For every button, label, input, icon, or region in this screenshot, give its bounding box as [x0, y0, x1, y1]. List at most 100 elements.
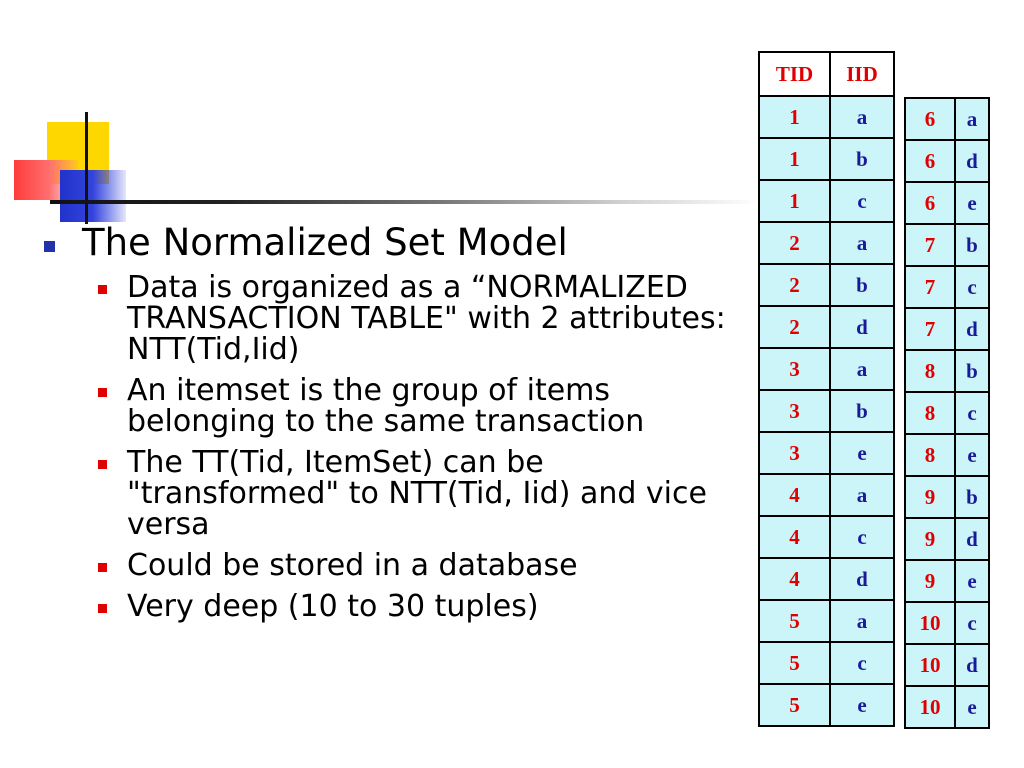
sub-bullet-item: An itemset is the group of items belongi…	[98, 375, 744, 437]
tid-cell: 6	[904, 181, 956, 225]
iid-cell: a	[829, 95, 895, 139]
tid-cell: 7	[904, 265, 956, 309]
tid-cell: 6	[904, 97, 956, 141]
iid-cell: a	[829, 221, 895, 265]
tid-cell: 5	[758, 641, 831, 685]
iid-cell: d	[954, 517, 990, 561]
iid-cell: e	[829, 431, 895, 475]
table-header-row: TID IID	[758, 51, 895, 97]
iid-cell: c	[954, 391, 990, 435]
iid-column-header: IID	[829, 51, 895, 97]
sub-bullet-text: Could be stored in a database	[127, 548, 578, 583]
iid-cell: b	[954, 223, 990, 267]
iid-cell: e	[954, 181, 990, 225]
tid-column-header: TID	[758, 51, 831, 97]
tid-cell: 8	[904, 349, 956, 393]
slide-content: The Normalized Set Model Data is organiz…	[44, 222, 744, 632]
iid-cell: d	[829, 557, 895, 601]
logo-vertical-line	[85, 112, 88, 224]
iid-cell: b	[829, 137, 895, 181]
tid-cell: 1	[758, 137, 831, 181]
sub-bullet-list: Data is organized as a “NORMALIZED TRANS…	[98, 272, 744, 622]
iid-cell: c	[829, 179, 895, 223]
tid-cell: 2	[758, 221, 831, 265]
main-bullet: The Normalized Set Model	[44, 222, 744, 264]
tid-cell: 3	[758, 431, 831, 475]
tid-cell: 2	[758, 263, 831, 307]
tid-cell: 9	[904, 559, 956, 603]
tid-cell: 9	[904, 475, 956, 519]
iid-cell: a	[954, 97, 990, 141]
iid-cell: b	[829, 263, 895, 307]
iid-cell: b	[954, 349, 990, 393]
iid-cell: a	[829, 599, 895, 643]
iid-cell: a	[829, 347, 895, 391]
iid-cell: b	[954, 475, 990, 519]
iid-cell: e	[954, 685, 990, 729]
iid-cell: c	[954, 601, 990, 645]
iid-cell: e	[954, 559, 990, 603]
decorative-logo	[0, 0, 160, 240]
tid-cell: 5	[758, 599, 831, 643]
sub-bullet-item: Could be stored in a database	[98, 550, 744, 581]
square-bullet-icon	[98, 388, 107, 397]
tid-cell: 2	[758, 305, 831, 349]
sub-bullet-item: Data is organized as a “NORMALIZED TRANS…	[98, 272, 744, 365]
iid-cell: b	[829, 389, 895, 433]
iid-cell: d	[954, 307, 990, 351]
tid-cell: 1	[758, 179, 831, 223]
tid-cell: 4	[758, 473, 831, 517]
tid-cell: 3	[758, 389, 831, 433]
tid-cell: 9	[904, 517, 956, 561]
tid-cell: 6	[904, 139, 956, 183]
sub-bullet-text: Very deep (10 to 30 tuples)	[127, 589, 539, 624]
logo-blue-square	[60, 170, 126, 222]
square-bullet-icon	[98, 285, 107, 294]
iid-cell: d	[954, 643, 990, 687]
tid-cell: 4	[758, 557, 831, 601]
iid-cell: e	[829, 683, 895, 727]
tid-cell: 8	[904, 391, 956, 435]
square-bullet-icon	[98, 604, 107, 613]
title-divider-line	[50, 200, 760, 204]
tid-cell: 10	[904, 685, 956, 729]
main-heading: The Normalized Set Model	[82, 221, 568, 264]
iid-cell: a	[829, 473, 895, 517]
sub-bullet-item: Very deep (10 to 30 tuples)	[98, 591, 744, 622]
sub-bullet-text: Data is organized as a “NORMALIZED TRANS…	[127, 270, 726, 367]
sub-bullet-text: The TT(Tid, ItemSet) can be "transformed…	[127, 445, 707, 542]
iid-cell: d	[954, 139, 990, 183]
sub-bullet-text: An itemset is the group of items belongi…	[127, 373, 645, 439]
square-bullet-icon	[98, 563, 107, 572]
